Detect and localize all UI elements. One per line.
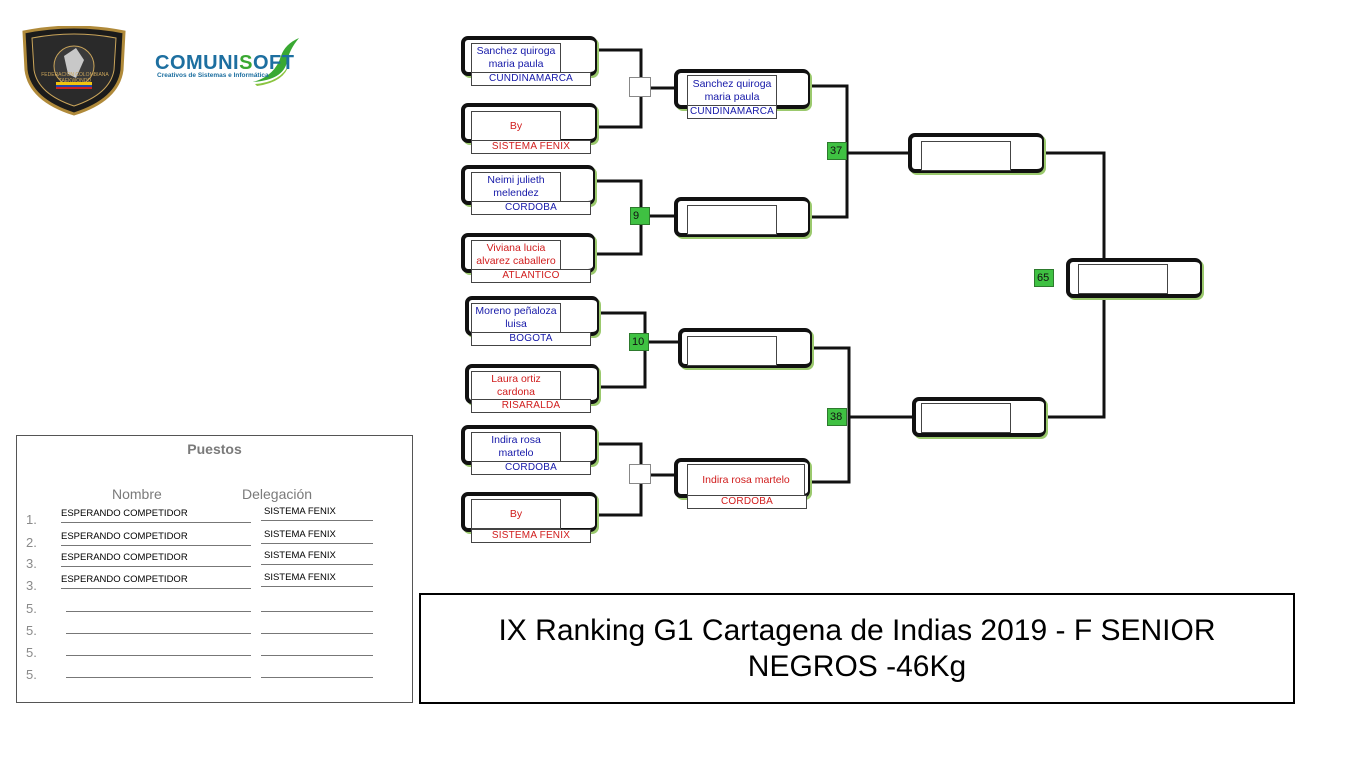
r1-name-7: Indira rosa martelo [471, 432, 561, 462]
r1-delegation-3: CORDOBA [471, 201, 591, 215]
place-name [66, 641, 251, 656]
fight-number-65[interactable]: 65 [1034, 269, 1054, 287]
event-title-box: IX Ranking G1 Cartagena de Indias 2019 -… [419, 593, 1295, 704]
semi-name-1 [921, 141, 1011, 171]
place-delegation: SISTEMA FENIX [261, 550, 373, 565]
comunisoft-swoosh-icon [253, 38, 299, 86]
place-name: ESPERANDO COMPETIDOR [61, 574, 251, 589]
r1-delegation-6: RISARALDA [471, 399, 591, 413]
comunisoft-tagline: Creativos de Sistemas e Informática [157, 72, 269, 79]
fight-bye-marker-1 [629, 77, 651, 97]
wordmark-part-c: OFT [252, 52, 295, 74]
fight-number-38[interactable]: 38 [827, 408, 847, 426]
r1-delegation-4: ATLANTICO [471, 269, 591, 283]
wordmark-part-b: S [239, 52, 253, 74]
federation-logo [18, 25, 130, 116]
place-rank: 5. [26, 667, 37, 682]
r1-delegation-2: SISTEMA FENIX [471, 140, 591, 154]
place-name [66, 619, 251, 634]
comunisoft-logo: COMUNISOFT Creativos de Sistemas e Infor… [153, 36, 328, 88]
places-column-delegation: Delegación [242, 486, 313, 502]
competitor-name: Moreno peñaloza luisa [475, 305, 557, 330]
wordmark-part-a: COMUNI [155, 52, 240, 74]
place-delegation: SISTEMA FENIX [261, 506, 373, 521]
federation-logo-text: FEDERACION COLOMBIANA TAEKWONDO [41, 72, 109, 84]
r1-name-3: Neimi julieth melendez [471, 172, 561, 202]
event-title: IX Ranking G1 Cartagena de Indias 2019 -… [498, 613, 1216, 683]
places-row: 1. ESPERANDO COMPETIDOR SISTEMA FENIX [17, 506, 412, 530]
competitor-name: Neimi julieth melendez [487, 174, 545, 199]
competitor-name: Indira rosa martelo [491, 434, 541, 459]
places-row: 3. ESPERANDO COMPETIDOR SISTEMA FENIX [17, 572, 412, 596]
semi-name-2 [921, 403, 1011, 433]
r1-name-2: By [471, 111, 561, 141]
r1-name-6: Laura ortiz cardona [471, 371, 561, 401]
federation-shield-icon [22, 25, 126, 116]
places-row: 5. [17, 597, 412, 619]
r1-delegation-1: CUNDINAMARCA [471, 72, 591, 86]
place-delegation [261, 641, 373, 656]
competitor-name: Viviana lucia alvarez caballero [476, 242, 556, 267]
comunisoft-wordmark: COMUNISOFT [155, 52, 294, 75]
r1-name-4: Viviana lucia alvarez caballero [471, 240, 561, 270]
place-rank: 3. [26, 578, 37, 593]
place-name: ESPERANDO COMPETIDOR [61, 531, 251, 546]
r1-name-5: Moreno peñaloza luisa [471, 303, 561, 333]
place-delegation [261, 663, 373, 678]
r1-name-1: Sanchez quiroga maria paula [471, 43, 561, 73]
places-row: 3. ESPERANDO COMPETIDOR SISTEMA FENIX [17, 550, 412, 574]
place-name [66, 597, 251, 612]
places-column-name: Nombre [112, 486, 162, 502]
places-row: 5. [17, 641, 412, 663]
final-name [1078, 264, 1168, 294]
place-name [66, 663, 251, 678]
places-row: 5. [17, 619, 412, 641]
place-rank: 5. [26, 601, 37, 616]
places-title: Puestos [187, 441, 242, 457]
r1-delegation-5: BOGOTA [471, 332, 591, 346]
fight-number-37[interactable]: 37 [827, 142, 847, 160]
place-name: ESPERANDO COMPETIDOR [61, 508, 251, 523]
r2-name-2 [687, 205, 777, 235]
place-rank: 1. [26, 512, 37, 527]
fight-bye-marker-2 [629, 464, 651, 484]
place-delegation [261, 619, 373, 634]
r2-delegation-4: CORDOBA [687, 495, 807, 509]
r1-delegation-7: CORDOBA [471, 461, 591, 475]
place-rank: 2. [26, 535, 37, 550]
fight-number-9[interactable]: 9 [630, 207, 650, 225]
place-rank: 5. [26, 645, 37, 660]
r1-delegation-8: SISTEMA FENIX [471, 529, 591, 543]
competitor-name: Laura ortiz cardona [491, 373, 541, 398]
place-rank: 5. [26, 623, 37, 638]
fight-number-10[interactable]: 10 [629, 333, 649, 351]
places-panel: Puestos Nombre Delegación 1. ESPERANDO C… [16, 435, 413, 703]
competitor-name: By [509, 507, 523, 520]
place-delegation [261, 597, 373, 612]
competitor-name: Sanchez quiroga maria paula [692, 78, 772, 103]
r2-name-1: Sanchez quiroga maria paula [687, 75, 777, 107]
place-name: ESPERANDO COMPETIDOR [61, 552, 251, 567]
competitor-name: Sanchez quiroga maria paula [476, 45, 556, 70]
place-delegation: SISTEMA FENIX [261, 572, 373, 587]
r1-name-8: By [471, 499, 561, 529]
r2-name-4: Indira rosa martelo [687, 464, 805, 496]
place-rank: 3. [26, 556, 37, 571]
place-delegation: SISTEMA FENIX [261, 529, 373, 544]
r2-delegation-1: CUNDINAMARCA [687, 105, 777, 119]
places-row: 2. ESPERANDO COMPETIDOR SISTEMA FENIX [17, 529, 412, 553]
competitor-name: By [509, 119, 523, 132]
places-row: 5. [17, 663, 412, 685]
competitor-name: Indira rosa martelo [702, 473, 790, 486]
r2-name-3 [687, 336, 777, 366]
